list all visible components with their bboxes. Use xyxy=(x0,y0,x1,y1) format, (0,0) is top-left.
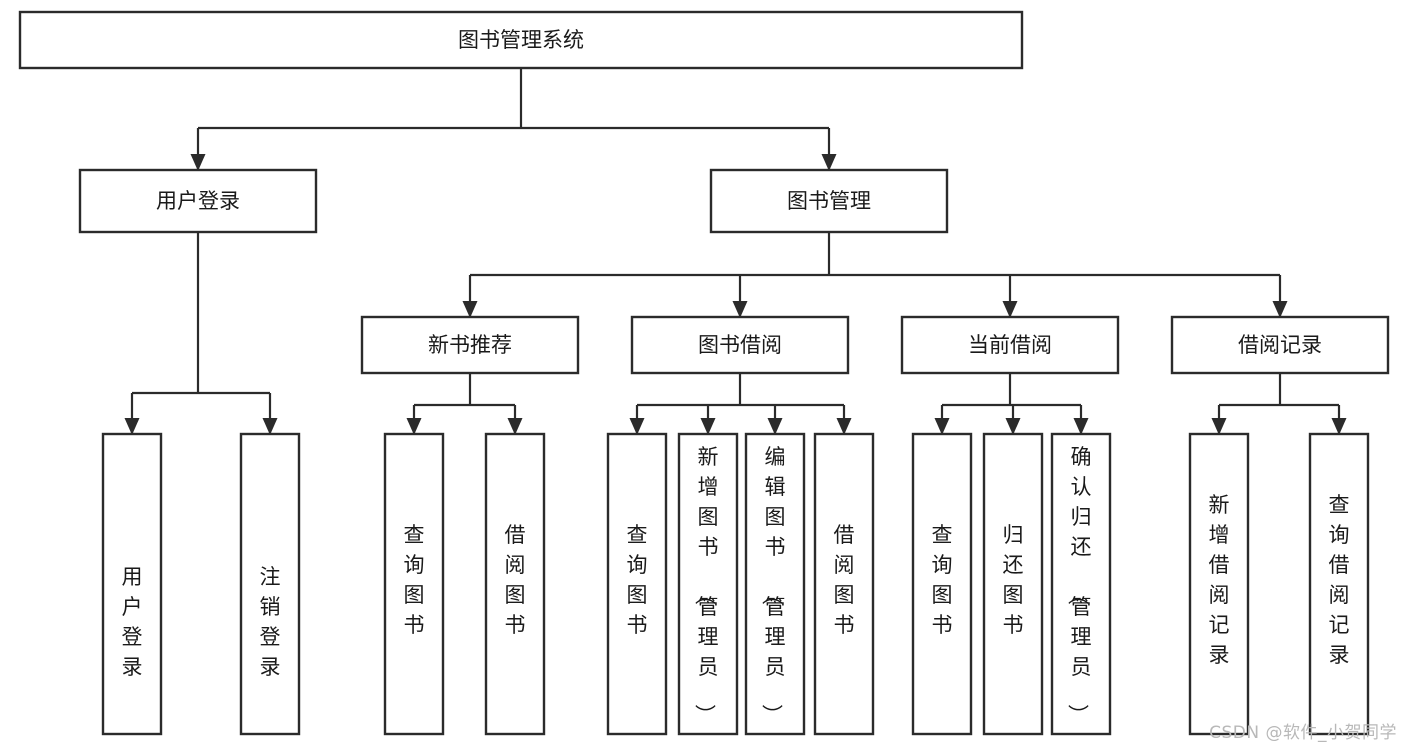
node-label: 查询图书 xyxy=(932,523,953,637)
node-layer: 图书管理系统用户登录图书管理新书推荐图书借阅当前借阅借阅记录用户登录注销登录查询… xyxy=(18,10,1390,736)
node-label: 归还图书 xyxy=(1003,523,1024,637)
node-user-login[interactable]: 用户登录 xyxy=(78,168,318,234)
arrow-head-icon xyxy=(732,301,748,318)
node-box[interactable] xyxy=(78,168,318,234)
node-box[interactable] xyxy=(484,432,546,736)
csdn-watermark: CSDN @软件_小贺同学 xyxy=(1209,723,1397,743)
node-label: 当前借阅 xyxy=(968,333,1052,357)
arrow-head-icon xyxy=(1272,301,1288,318)
node-leaf-return-book[interactable]: 归还图书 xyxy=(982,432,1044,736)
node-leaf-add-book[interactable]: 新增图书（管理员） xyxy=(677,432,739,736)
node-box[interactable] xyxy=(677,432,739,736)
node-box[interactable] xyxy=(18,10,1024,70)
node-book-manage[interactable]: 图书管理 xyxy=(709,168,949,234)
arrow-head-icon xyxy=(262,418,278,435)
node-box[interactable] xyxy=(709,168,949,234)
arrow-head-icon xyxy=(124,418,140,435)
node-box[interactable] xyxy=(383,432,445,736)
arrow-head-icon xyxy=(836,418,852,435)
arrow-head-icon xyxy=(934,418,950,435)
node-box[interactable] xyxy=(1050,432,1112,736)
node-label: 借阅图书 xyxy=(834,523,855,637)
node-box[interactable] xyxy=(911,432,973,736)
node-leaf-query-record[interactable]: 查询借阅记录 xyxy=(1308,432,1370,736)
node-leaf-edit-book[interactable]: 编辑图书（管理员） xyxy=(744,432,806,736)
node-label: 确认归还（管理员） xyxy=(1066,445,1092,725)
node-box[interactable] xyxy=(239,432,301,736)
node-book-borrow[interactable]: 图书借阅 xyxy=(630,315,850,375)
node-label: 新书推荐 xyxy=(428,333,512,357)
node-leaf-query-book-borrow[interactable]: 查询图书 xyxy=(606,432,668,736)
arrow-head-icon xyxy=(1211,418,1227,435)
node-box[interactable] xyxy=(630,315,850,375)
node-leaf-query-book-rec[interactable]: 查询图书 xyxy=(383,432,445,736)
node-box[interactable] xyxy=(606,432,668,736)
node-label: 图书管理系统 xyxy=(458,28,584,52)
connector-layer xyxy=(124,68,1347,435)
node-box[interactable] xyxy=(744,432,806,736)
arrow-head-icon xyxy=(700,418,716,435)
node-label: 查询图书 xyxy=(404,523,425,637)
arrow-head-icon xyxy=(462,301,478,318)
arrow-head-icon xyxy=(629,418,645,435)
node-leaf-borrow-book[interactable]: 借阅图书 xyxy=(813,432,875,736)
arrow-head-icon xyxy=(1331,418,1347,435)
arrow-head-icon xyxy=(406,418,422,435)
arrow-head-icon xyxy=(1002,301,1018,318)
node-label: 用户登录 xyxy=(156,189,240,213)
node-label: 查询借阅记录 xyxy=(1329,493,1350,667)
arrow-head-icon xyxy=(1005,418,1021,435)
node-label: 用户登录 xyxy=(122,565,143,679)
node-current-borrow[interactable]: 当前借阅 xyxy=(900,315,1120,375)
node-leaf-add-record[interactable]: 新增借阅记录 xyxy=(1188,432,1250,736)
node-label: 借阅图书 xyxy=(505,523,526,637)
node-label: 新增借阅记录 xyxy=(1209,493,1230,667)
node-leaf-borrow-book-rec[interactable]: 借阅图书 xyxy=(484,432,546,736)
node-box[interactable] xyxy=(1188,432,1250,736)
node-box[interactable] xyxy=(101,432,163,736)
node-leaf-user-login[interactable]: 用户登录 xyxy=(101,432,163,736)
node-new-book-recommend[interactable]: 新书推荐 xyxy=(360,315,580,375)
node-box[interactable] xyxy=(813,432,875,736)
node-label: 注销登录 xyxy=(260,565,281,679)
node-leaf-query-book-current[interactable]: 查询图书 xyxy=(911,432,973,736)
node-box[interactable] xyxy=(360,315,580,375)
node-label: 查询图书 xyxy=(627,523,648,637)
node-box[interactable] xyxy=(1308,432,1370,736)
node-borrow-record[interactable]: 借阅记录 xyxy=(1170,315,1390,375)
node-label: 编辑图书（管理员） xyxy=(760,445,786,725)
node-box[interactable] xyxy=(900,315,1120,375)
node-leaf-confirm-return[interactable]: 确认归还（管理员） xyxy=(1050,432,1112,736)
arrow-head-icon xyxy=(1073,418,1089,435)
node-label: 新增图书（管理员） xyxy=(693,445,719,725)
arrow-head-icon xyxy=(767,418,783,435)
node-box[interactable] xyxy=(982,432,1044,736)
node-label: 图书管理 xyxy=(787,189,871,213)
node-label: 借阅记录 xyxy=(1238,333,1322,357)
arrow-head-icon xyxy=(821,154,837,171)
node-root[interactable]: 图书管理系统 xyxy=(18,10,1024,70)
arrow-head-icon xyxy=(507,418,523,435)
node-leaf-user-logout[interactable]: 注销登录 xyxy=(239,432,301,736)
node-box[interactable] xyxy=(1170,315,1390,375)
arrow-head-icon xyxy=(190,154,206,171)
node-label: 图书借阅 xyxy=(698,333,782,357)
